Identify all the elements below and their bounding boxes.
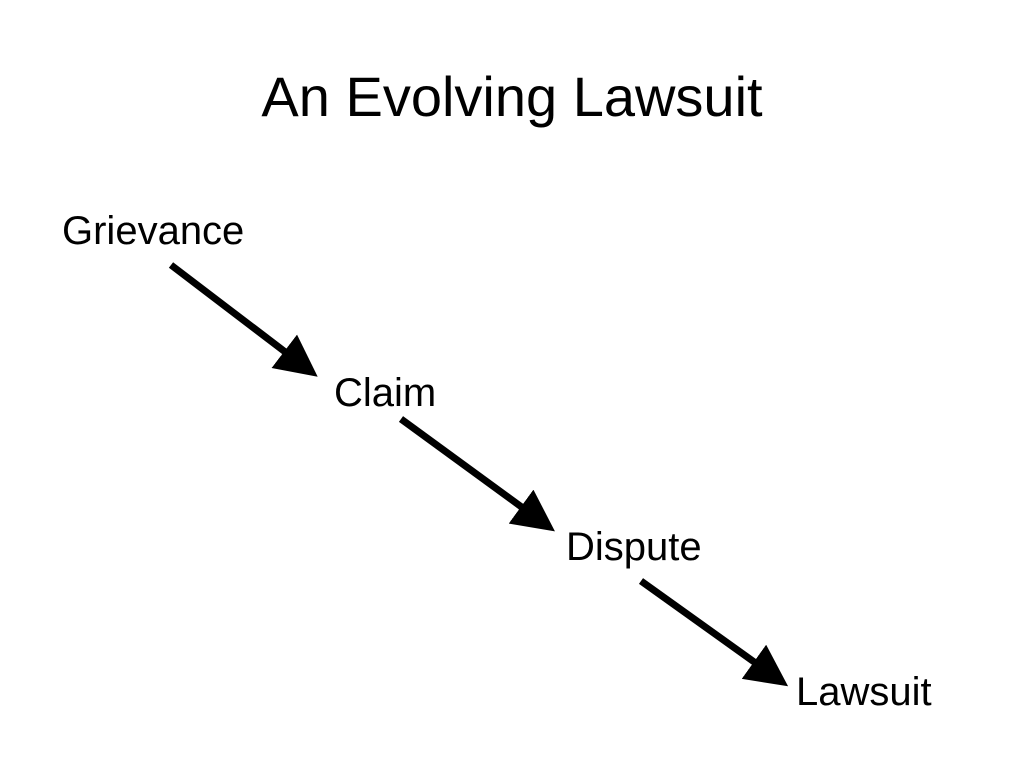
arrow-grievance-to-claim	[168, 262, 318, 377]
arrow-dispute-to-lawsuit	[638, 578, 789, 687]
flow-node-grievance: Grievance	[62, 209, 245, 253]
flow-node-claim: Claim	[334, 371, 437, 415]
flow-node-dispute: Dispute	[566, 525, 702, 569]
slide-title: An Evolving Lawsuit	[261, 65, 763, 128]
flow-node-lawsuit: Lawsuit	[796, 670, 932, 714]
arrow-claim-to-dispute	[398, 416, 555, 532]
